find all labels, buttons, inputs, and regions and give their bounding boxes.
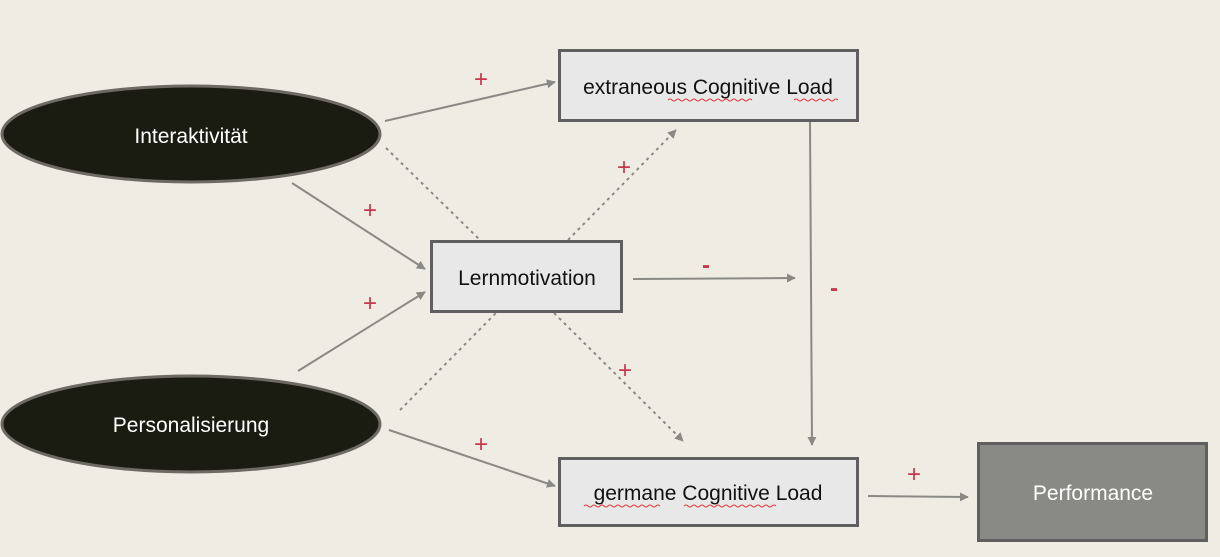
arrow-interaktivitaet-lernmotivation	[291, 182, 426, 270]
spellcheck-underline-extraneous-load	[793, 98, 839, 102]
germane-label: germane Cognitive Load	[594, 482, 823, 505]
interaktivitaet-label: Interaktivität	[134, 125, 247, 148]
sign-lernmotivation-extraneous: +	[617, 154, 631, 181]
spellcheck-underline-extraneous-cognitive	[667, 98, 753, 102]
sign-interaktivitaet-lernmotivation: +	[363, 197, 377, 224]
spellcheck-underline-germane-cognitive	[683, 504, 777, 508]
arrow-germane-performance	[867, 492, 969, 502]
node-germane-cognitive-load: germane Cognitive Load	[558, 457, 859, 527]
sign-extraneous-germane: -	[830, 275, 838, 302]
sign-personalisierung-lernmotivation: +	[363, 290, 377, 317]
node-performance: Performance	[977, 442, 1208, 542]
node-personalisierung: Personalisierung	[0, 374, 382, 474]
arrow-personalisierung-lernmotivation	[297, 291, 426, 372]
extraneous-label: extraneous Cognitive Load	[583, 76, 833, 99]
arrow-extraneous-germane	[807, 121, 817, 446]
sign-personalisierung-germane: +	[474, 431, 488, 458]
personalisierung-label: Personalisierung	[113, 414, 269, 437]
sign-lernmotivation-moderation: -	[702, 252, 710, 279]
spellcheck-underline-germane	[583, 504, 661, 508]
arrow-interaktivitaet-extraneous	[384, 79, 556, 122]
node-lernmotivation: Lernmotivation	[430, 240, 623, 313]
sign-interaktivitaet-extraneous: +	[474, 66, 488, 93]
performance-label: Performance	[1033, 482, 1153, 505]
dashed-arrow-lernmotivation-germane	[553, 312, 684, 442]
sign-germane-performance: +	[907, 461, 921, 488]
germane-label-suffix: Load	[770, 482, 823, 505]
arrow-personalisierung-germane	[388, 429, 556, 488]
extraneous-label-prefix: extraneous	[583, 76, 693, 99]
arrow-lernmotivation-moderation	[632, 273, 796, 283]
germane-label-germane: germane	[594, 482, 677, 505]
dashed-arrow-lernmotivation-extraneous	[567, 129, 677, 241]
extraneous-label-load: Load	[786, 76, 833, 99]
sign-lernmotivation-germane: +	[618, 357, 632, 384]
germane-label-cognitive: Cognitive	[682, 482, 770, 505]
node-extraneous-cognitive-load: extraneous Cognitive Load	[558, 49, 859, 122]
dashed-line-personalisierung-lernmotivation	[399, 312, 497, 411]
node-interaktivitaet: Interaktivität	[0, 84, 382, 184]
lernmotivation-label: Lernmotivation	[458, 267, 596, 290]
dashed-line-interaktivitaet-lernmotivation	[385, 147, 481, 241]
extraneous-label-cognitive: Cognitive	[693, 76, 781, 99]
